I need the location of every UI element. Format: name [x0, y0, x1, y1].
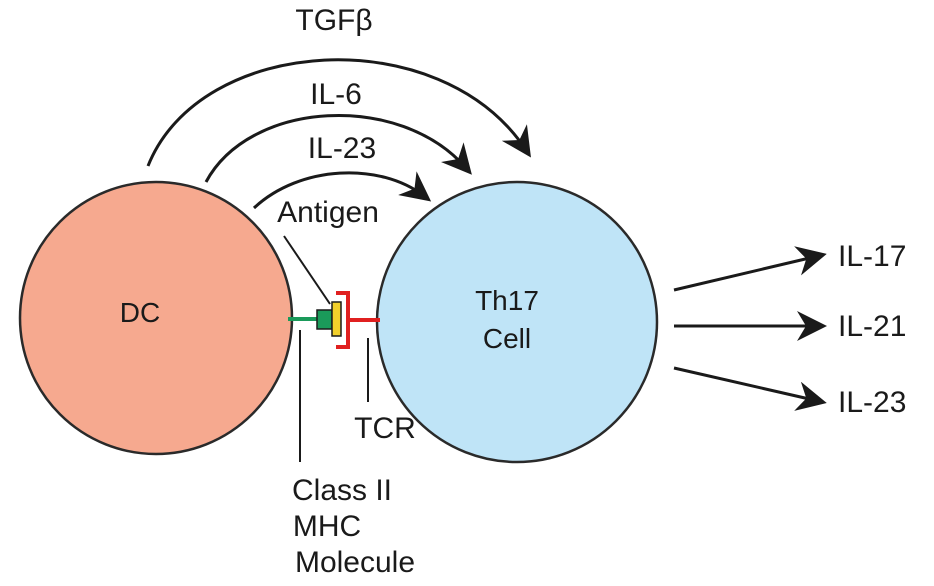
il23-input-arrow: [252, 171, 432, 210]
th17-label-line2: Cell: [483, 323, 531, 354]
il23-output-arrow: [673, 366, 827, 411]
il17-output-arrow: [673, 246, 827, 292]
il23-input-label: IL-23: [308, 132, 376, 165]
mhc-label-line1: Class II: [292, 474, 392, 507]
dc-label: DC: [120, 297, 160, 328]
il23-output-label: IL-23: [838, 386, 906, 419]
tgf-beta-label: TGFβ: [295, 4, 372, 37]
mhc-molecule: [316, 309, 333, 330]
mhc-label-line2: MHC: [293, 510, 361, 543]
il6-label: IL-6: [310, 78, 362, 111]
antigen-label: Antigen: [277, 196, 379, 229]
th17-label-line1: Th17: [475, 285, 539, 316]
th17-cell: [375, 180, 659, 464]
tgf-beta-arrow: [146, 58, 531, 167]
il6-arrow: [204, 113, 472, 183]
mhc-label-line3: Molecule: [295, 546, 415, 579]
antigen-peptide: [331, 301, 342, 337]
antigen-pointer: [283, 235, 331, 305]
il17-output-label: IL-17: [838, 240, 906, 273]
tcr-label: TCR: [354, 412, 416, 445]
il21-output-label: IL-21: [838, 310, 906, 343]
